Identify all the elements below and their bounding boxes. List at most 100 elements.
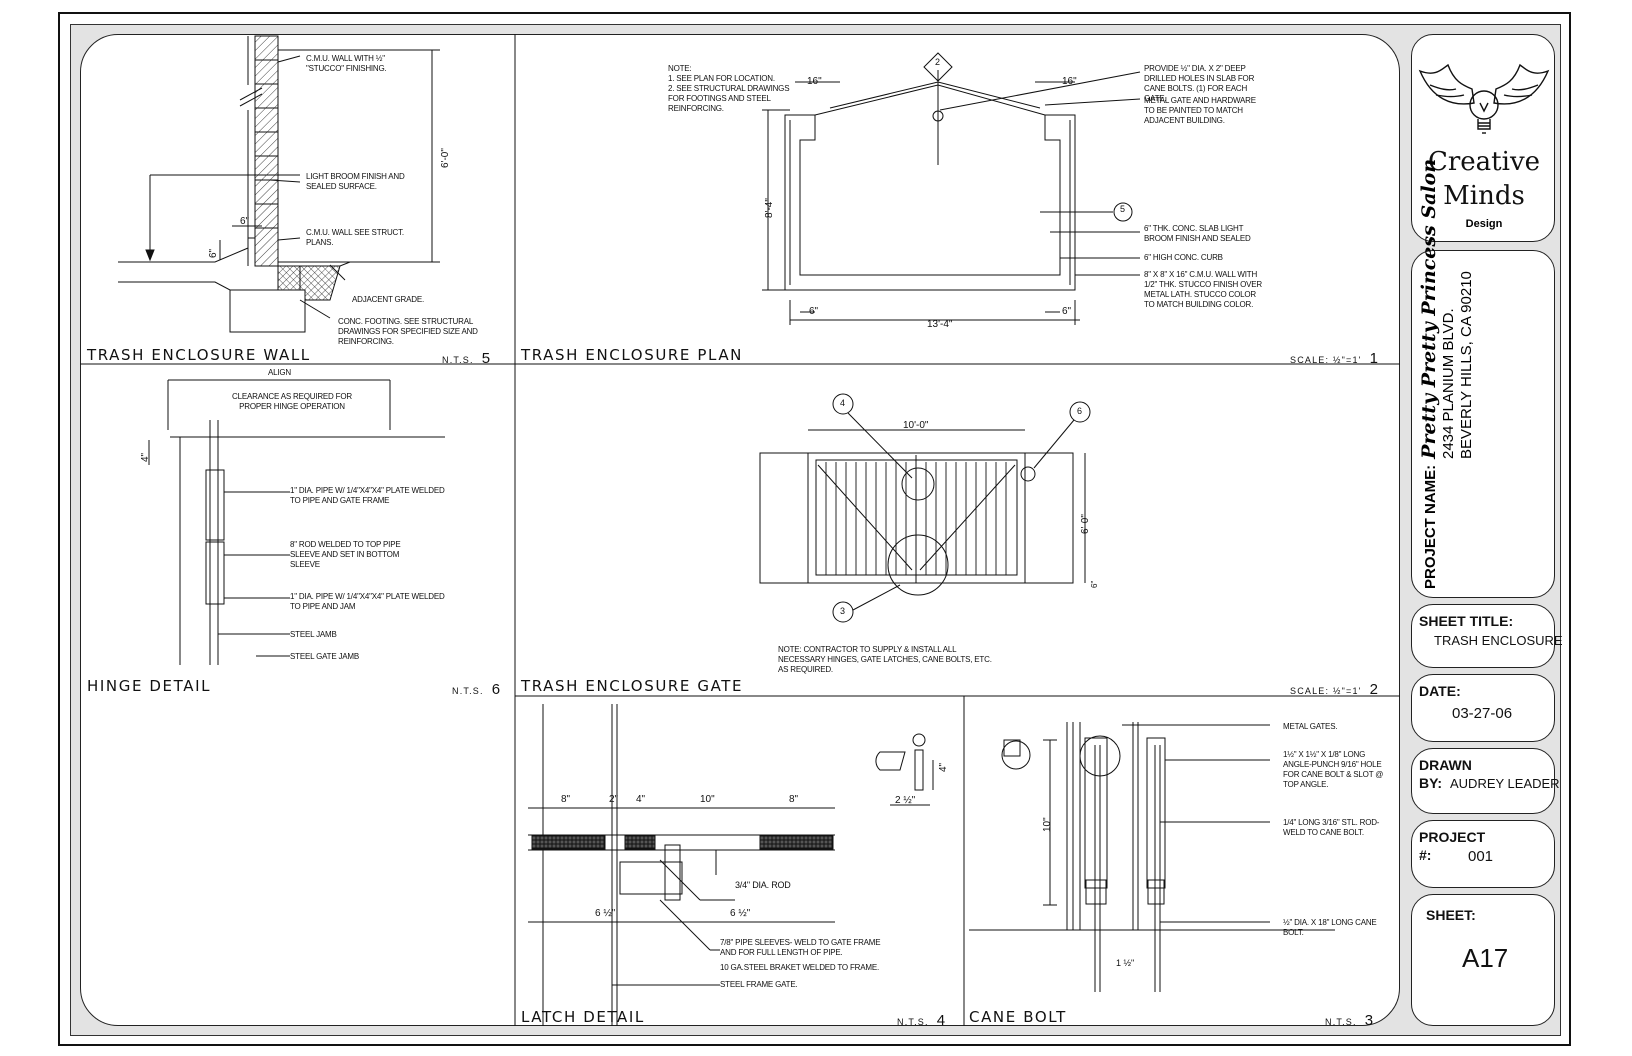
latch-dim-9: 4" bbox=[938, 762, 949, 772]
drawn-by-card: DRAWN BY: AUDREY LEADER bbox=[1411, 748, 1560, 814]
panel-title-hinge: HINGE DETAIL bbox=[87, 677, 212, 695]
panel-scale-cane: N.T.S.3 bbox=[1325, 1012, 1374, 1029]
gate-callout-cane: 3 bbox=[840, 606, 846, 616]
panel-scale-wall: N.T.S.5 bbox=[442, 350, 491, 367]
project-info-rotated: PROJECT NAME: Pretty Pretty Princess Sal… bbox=[1418, 159, 1476, 589]
hinge-note-pipe-bottom: 1" DIA. PIPE W/ 1/4"X4"X4" PLATE WELDED … bbox=[290, 592, 445, 611]
drawn-label: DRAWN bbox=[1419, 757, 1472, 773]
drawn-by-label: BY: bbox=[1419, 775, 1443, 791]
panel-scale-plan: SCALE: ½"=1'1 bbox=[1290, 350, 1378, 367]
hinge-note-align: ALIGN bbox=[268, 368, 292, 377]
sheet-title-label: SHEET TITLE: bbox=[1419, 613, 1514, 629]
plan-dim-corner-left: 6" bbox=[809, 306, 819, 317]
project-number-card: PROJECT #: 001 bbox=[1411, 820, 1555, 888]
drawing-area bbox=[80, 34, 1400, 1026]
cane-note-gates: METAL GATES. bbox=[1283, 722, 1338, 731]
panel-title-latch: LATCH DETAIL bbox=[521, 1008, 645, 1026]
drawn-by-value: AUDREY LEADER bbox=[1450, 776, 1560, 791]
latch-note-sleeves: 7/8" PIPE SLEEVES- WELD TO GATE FRAME AN… bbox=[720, 938, 881, 957]
sheet-number-value: A17 bbox=[1462, 943, 1509, 973]
cane-dim-height: 10" bbox=[1042, 817, 1053, 832]
project-number-hash: #: bbox=[1419, 847, 1432, 863]
wall-note-footing: CONC. FOOTING. SEE STRUCTURAL DRAWINGS F… bbox=[338, 317, 478, 346]
plan-note-1: 1. SEE PLAN FOR LOCATION. bbox=[668, 74, 775, 83]
wall-note-cmu: C.M.U. WALL WITH ½" "STUCCO" FINISHING. bbox=[306, 54, 387, 73]
latch-dim-4: 10" bbox=[700, 794, 715, 805]
sheet-title-value: TRASH ENCLOSURE bbox=[1434, 633, 1563, 648]
date-value: 03-27-06 bbox=[1452, 705, 1513, 722]
wall-note-broom: LIGHT BROOM FINISH AND SEALED SURFACE. bbox=[306, 172, 405, 191]
hinge-note-pipe-top: 1" DIA. PIPE W/ 1/4"X4"X4" PLATE WELDED … bbox=[290, 486, 445, 505]
panel-title-gate: TRASH ENCLOSURE GATE bbox=[521, 677, 744, 695]
date-label: DATE: bbox=[1419, 683, 1461, 699]
plan-note-curb: 6" HIGH CONC. CURB bbox=[1144, 253, 1223, 262]
winged-lightbulb-icon bbox=[1418, 63, 1550, 134]
latch-dim-3: 4" bbox=[636, 794, 646, 805]
latch-dim-6: 6 ½" bbox=[595, 908, 616, 919]
sheet-number-label: SHEET: bbox=[1426, 907, 1476, 923]
logo-subtitle: Design bbox=[1465, 218, 1503, 230]
wall-dim-height: 6'-0" bbox=[440, 148, 451, 168]
project-address-2: BEVERLY HILLS, CA 90210 bbox=[1458, 271, 1475, 459]
panel-scale-hinge: N.T.S.6 bbox=[452, 681, 501, 698]
project-name: Pretty Pretty Princess Salon bbox=[1418, 158, 1440, 459]
latch-note-bracket: 10 GA.STEEL BRAKET WELDED TO FRAME. bbox=[720, 963, 879, 972]
project-address-1: 2434 PLANIUM BLVD. bbox=[1440, 308, 1457, 459]
panel-scale-gate: SCALE: ½"=1'2 bbox=[1290, 681, 1378, 698]
gate-dim-bottom: 6" bbox=[1090, 580, 1099, 588]
latch-dim-1: 8" bbox=[561, 794, 571, 805]
hinge-note-gate-jamb: STEEL GATE JAMB bbox=[290, 652, 360, 661]
gate-dim-height: 6'-0" bbox=[1080, 514, 1091, 534]
plan-note-cmu-wall: 8" x 8" x 16" C.M.U. WALL WITH 1/2" THK.… bbox=[1144, 270, 1263, 309]
plan-note-2: 2. SEE STRUCTURAL DRAWINGS FOR FOOTINGS … bbox=[668, 84, 790, 113]
gate-callout-latch: 4 bbox=[840, 398, 846, 408]
panel-title-cane: CANE BOLT bbox=[969, 1008, 1067, 1026]
plan-dim-height: 8'-4" bbox=[764, 198, 775, 218]
latch-dim-5: 8" bbox=[789, 794, 799, 805]
wall-dim-curb-width: 6" bbox=[240, 216, 250, 227]
hinge-dim-top: 4" bbox=[140, 452, 151, 462]
sheet-number-card: SHEET: A17 bbox=[1411, 894, 1555, 1026]
cane-note-angle: 1½" x 1½" x 1/8" LONG ANGLE-PUNCH 9/16" … bbox=[1283, 750, 1384, 789]
cane-dim-bottom: 1 ½" bbox=[1116, 958, 1135, 968]
plan-dim-left: 16" bbox=[807, 76, 822, 87]
gate-note-contractor: NOTE: CONTRACTOR TO SUPPLY & INSTALL ALL… bbox=[778, 645, 992, 674]
logo-line-2: Minds bbox=[1443, 181, 1525, 211]
latch-dim-8: 2 ½" bbox=[895, 795, 916, 806]
latch-note-rod: 3/4" DIA. ROD bbox=[735, 880, 791, 890]
project-number-value: 001 bbox=[1468, 848, 1494, 865]
project-number-label: PROJECT bbox=[1419, 829, 1486, 845]
plan-callout-section: 2 bbox=[935, 57, 941, 67]
panel-scale-latch: N.T.S.4 bbox=[897, 1012, 946, 1029]
logo-line-1: Creative bbox=[1427, 147, 1541, 177]
logo-wordmark: Creative Minds bbox=[1412, 145, 1556, 213]
panel-title-plan: TRASH ENCLOSURE PLAN bbox=[521, 346, 744, 364]
wall-dim-curb-height: 6" bbox=[208, 248, 219, 258]
plan-note-cane-holes: PROVIDE ½" DIA. x 2" DEEP DRILLED HOLES … bbox=[1144, 64, 1255, 103]
hinge-note-rod: 8" ROD WELDED TO TOP PIPE SLEEVE AND SET… bbox=[290, 540, 401, 569]
wall-note-cmu-struct: C.M.U. WALL SEE STRUCT. PLANS. bbox=[306, 228, 404, 247]
plan-note-header: NOTE: bbox=[668, 64, 692, 73]
project-name-label: PROJECT NAME: bbox=[1422, 464, 1439, 589]
sheet-title-card: SHEET TITLE: TRASH ENCLOSURE bbox=[1411, 604, 1563, 668]
plan-note-slab: 6" THK. CONC. SLAB LIGHT BROOM FINISH AN… bbox=[1144, 224, 1251, 243]
latch-dim-2: 2" bbox=[609, 794, 619, 805]
cane-note-rod: 1/4" LONG 3/16" STL. ROD-WELD TO CANE BO… bbox=[1283, 818, 1380, 837]
logo-card: Creative Minds Design bbox=[1411, 34, 1555, 242]
date-card: DATE: 03-27-06 bbox=[1411, 674, 1555, 742]
plan-note-paint: METAL GATE AND HARDWARE TO BE PAINTED TO… bbox=[1144, 96, 1256, 125]
cane-note-bolt: ½" DIA. x 18" LONG CANE BOLT. bbox=[1283, 918, 1377, 937]
hinge-note-clearance: CLEARANCE AS REQUIRED FOR PROPER HINGE O… bbox=[232, 392, 352, 411]
plan-callout-detail: 5 bbox=[1120, 204, 1126, 214]
plan-dim-corner-right: 6" bbox=[1062, 306, 1072, 317]
latch-dim-7: 6 ½" bbox=[730, 908, 751, 919]
plan-dim-width: 13'-4" bbox=[927, 319, 953, 330]
hinge-note-steel-jamb: STEEL JAMB bbox=[290, 630, 337, 639]
latch-note-frame: STEEL FRAME GATE. bbox=[720, 980, 798, 989]
project-card: PROJECT NAME: Pretty Pretty Princess Sal… bbox=[1411, 159, 1555, 598]
panel-title-wall: TRASH ENCLOSURE WALL bbox=[87, 346, 311, 364]
wall-note-grade: ADJACENT GRADE. bbox=[352, 295, 424, 304]
plan-dim-right: 16" bbox=[1062, 76, 1077, 87]
gate-dim-width: 10'-0" bbox=[903, 420, 929, 431]
gate-callout-hinge: 6 bbox=[1077, 406, 1083, 416]
